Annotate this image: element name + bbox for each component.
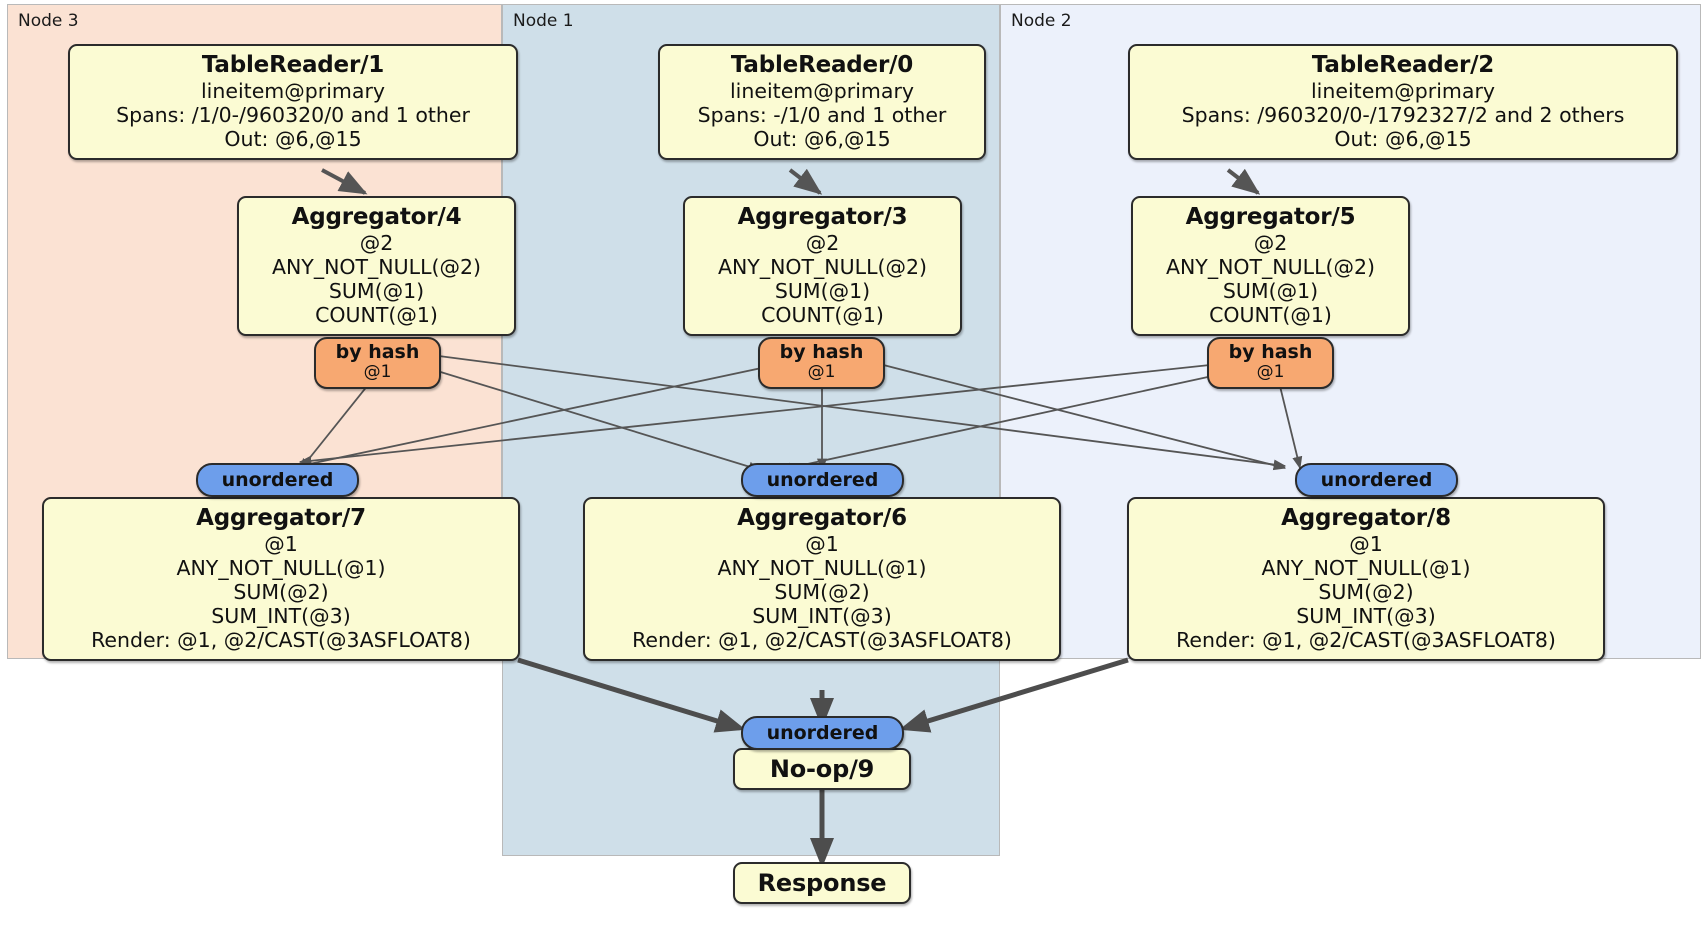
- processor-aggregator-4[interactable]: Aggregator/4 @2 ANY_NOT_NULL(@2) SUM(@1)…: [237, 196, 516, 336]
- synchronizer-unordered-left[interactable]: unordered: [196, 463, 359, 497]
- processor-response[interactable]: Response: [733, 862, 911, 904]
- processor-detail-line: ANY_NOT_NULL(@2): [1165, 254, 1376, 279]
- synchronizer-label: unordered: [221, 469, 334, 491]
- router-by-hash-left[interactable]: by hash @1: [314, 337, 441, 389]
- processor-title: Aggregator/3: [737, 204, 908, 230]
- processor-title: TableReader/0: [730, 52, 914, 78]
- processor-title: Response: [757, 869, 887, 897]
- processor-table-reader-0[interactable]: TableReader/0 lineitem@primary Spans: -/…: [658, 44, 986, 160]
- processor-detail-line: COUNT(@1): [761, 302, 884, 327]
- processor-aggregator-6[interactable]: Aggregator/6 @1 ANY_NOT_NULL(@1) SUM(@2)…: [583, 497, 1061, 661]
- processor-detail-line: SUM(@2): [774, 579, 870, 604]
- processor-detail-line: Spans: -/1/0 and 1 other: [697, 102, 947, 127]
- processor-detail-line: Out: @6,@15: [224, 126, 362, 151]
- processor-title: No-op/9: [769, 755, 875, 783]
- processor-detail-line: SUM_INT(@3): [752, 603, 892, 628]
- processor-detail-line: lineitem@primary: [729, 78, 915, 103]
- processor-detail-line: Render: @1, @2/CAST(@3ASFLOAT8): [91, 627, 471, 652]
- processor-title: TableReader/2: [1311, 52, 1495, 78]
- processor-detail-line: @1: [264, 531, 298, 556]
- processor-aggregator-3[interactable]: Aggregator/3 @2 ANY_NOT_NULL(@2) SUM(@1)…: [683, 196, 962, 336]
- processor-detail-line: @1: [805, 531, 839, 556]
- router-column: @1: [807, 361, 836, 382]
- router-title: by hash: [335, 341, 420, 363]
- processor-detail-line: @2: [1253, 230, 1288, 255]
- processor-aggregator-5[interactable]: Aggregator/5 @2 ANY_NOT_NULL(@2) SUM(@1)…: [1131, 196, 1410, 336]
- processor-detail-line: Out: @6,@15: [753, 126, 891, 151]
- synchronizer-label: unordered: [766, 469, 879, 491]
- processor-detail-line: SUM(@1): [328, 278, 425, 303]
- processor-detail-line: SUM(@1): [1222, 278, 1319, 303]
- processor-title: TableReader/1: [201, 52, 385, 78]
- processor-detail-line: lineitem@primary: [200, 78, 386, 103]
- router-column: @1: [1256, 361, 1285, 382]
- processor-detail-line: @1: [1349, 531, 1383, 556]
- processor-table-reader-1[interactable]: TableReader/1 lineitem@primary Spans: /1…: [68, 44, 518, 160]
- processor-title: Aggregator/8: [1281, 505, 1451, 531]
- router-by-hash-center[interactable]: by hash @1: [758, 337, 885, 389]
- router-column: @1: [363, 361, 392, 382]
- processor-title: Aggregator/6: [737, 505, 907, 531]
- processor-detail-line: SUM_INT(@3): [1296, 603, 1436, 628]
- processor-detail-line: Out: @6,@15: [1334, 126, 1472, 151]
- processor-aggregator-7[interactable]: Aggregator/7 @1 ANY_NOT_NULL(@1) SUM(@2)…: [42, 497, 520, 661]
- processor-detail-line: Spans: /960320/0-/1792327/2 and 2 others: [1181, 102, 1625, 127]
- processor-detail-line: lineitem@primary: [1310, 78, 1496, 103]
- processor-detail-line: ANY_NOT_NULL(@2): [271, 254, 482, 279]
- synchronizer-label: unordered: [766, 722, 879, 744]
- processor-detail-line: SUM(@1): [774, 278, 871, 303]
- processor-detail-line: ANY_NOT_NULL(@1): [176, 555, 386, 580]
- processor-detail-line: SUM(@2): [1318, 579, 1414, 604]
- processor-no-op-9[interactable]: No-op/9: [733, 748, 911, 790]
- processor-detail-line: Render: @1, @2/CAST(@3ASFLOAT8): [1176, 627, 1556, 652]
- processor-detail-line: ANY_NOT_NULL(@2): [717, 254, 928, 279]
- node-panel-label-node2: Node 2: [1011, 11, 1072, 31]
- processor-detail-line: @2: [359, 230, 394, 255]
- processor-detail-line: ANY_NOT_NULL(@1): [1261, 555, 1471, 580]
- processor-detail-line: COUNT(@1): [1209, 302, 1332, 327]
- processor-title: Aggregator/4: [291, 204, 462, 230]
- router-by-hash-right[interactable]: by hash @1: [1207, 337, 1334, 389]
- router-title: by hash: [1228, 341, 1313, 363]
- processor-table-reader-2[interactable]: TableReader/2 lineitem@primary Spans: /9…: [1128, 44, 1678, 160]
- processor-detail-line: Spans: /1/0-/960320/0 and 1 other: [116, 102, 470, 127]
- processor-detail-line: ANY_NOT_NULL(@1): [717, 555, 927, 580]
- processor-detail-line: SUM(@2): [233, 579, 329, 604]
- processor-detail-line: @2: [805, 230, 840, 255]
- processor-detail-line: COUNT(@1): [315, 302, 438, 327]
- node-panel-label-node1: Node 1: [513, 11, 574, 31]
- synchronizer-unordered-center[interactable]: unordered: [741, 463, 904, 497]
- processor-title: Aggregator/5: [1185, 204, 1356, 230]
- processor-aggregator-8[interactable]: Aggregator/8 @1 ANY_NOT_NULL(@1) SUM(@2)…: [1127, 497, 1605, 661]
- synchronizer-label: unordered: [1320, 469, 1433, 491]
- node-panel-label-node3: Node 3: [18, 11, 79, 31]
- processor-title: Aggregator/7: [196, 505, 366, 531]
- processor-detail-line: Render: @1, @2/CAST(@3ASFLOAT8): [632, 627, 1012, 652]
- router-title: by hash: [779, 341, 864, 363]
- synchronizer-unordered-right[interactable]: unordered: [1295, 463, 1458, 497]
- synchronizer-unordered-final[interactable]: unordered: [741, 716, 904, 750]
- processor-detail-line: SUM_INT(@3): [211, 603, 351, 628]
